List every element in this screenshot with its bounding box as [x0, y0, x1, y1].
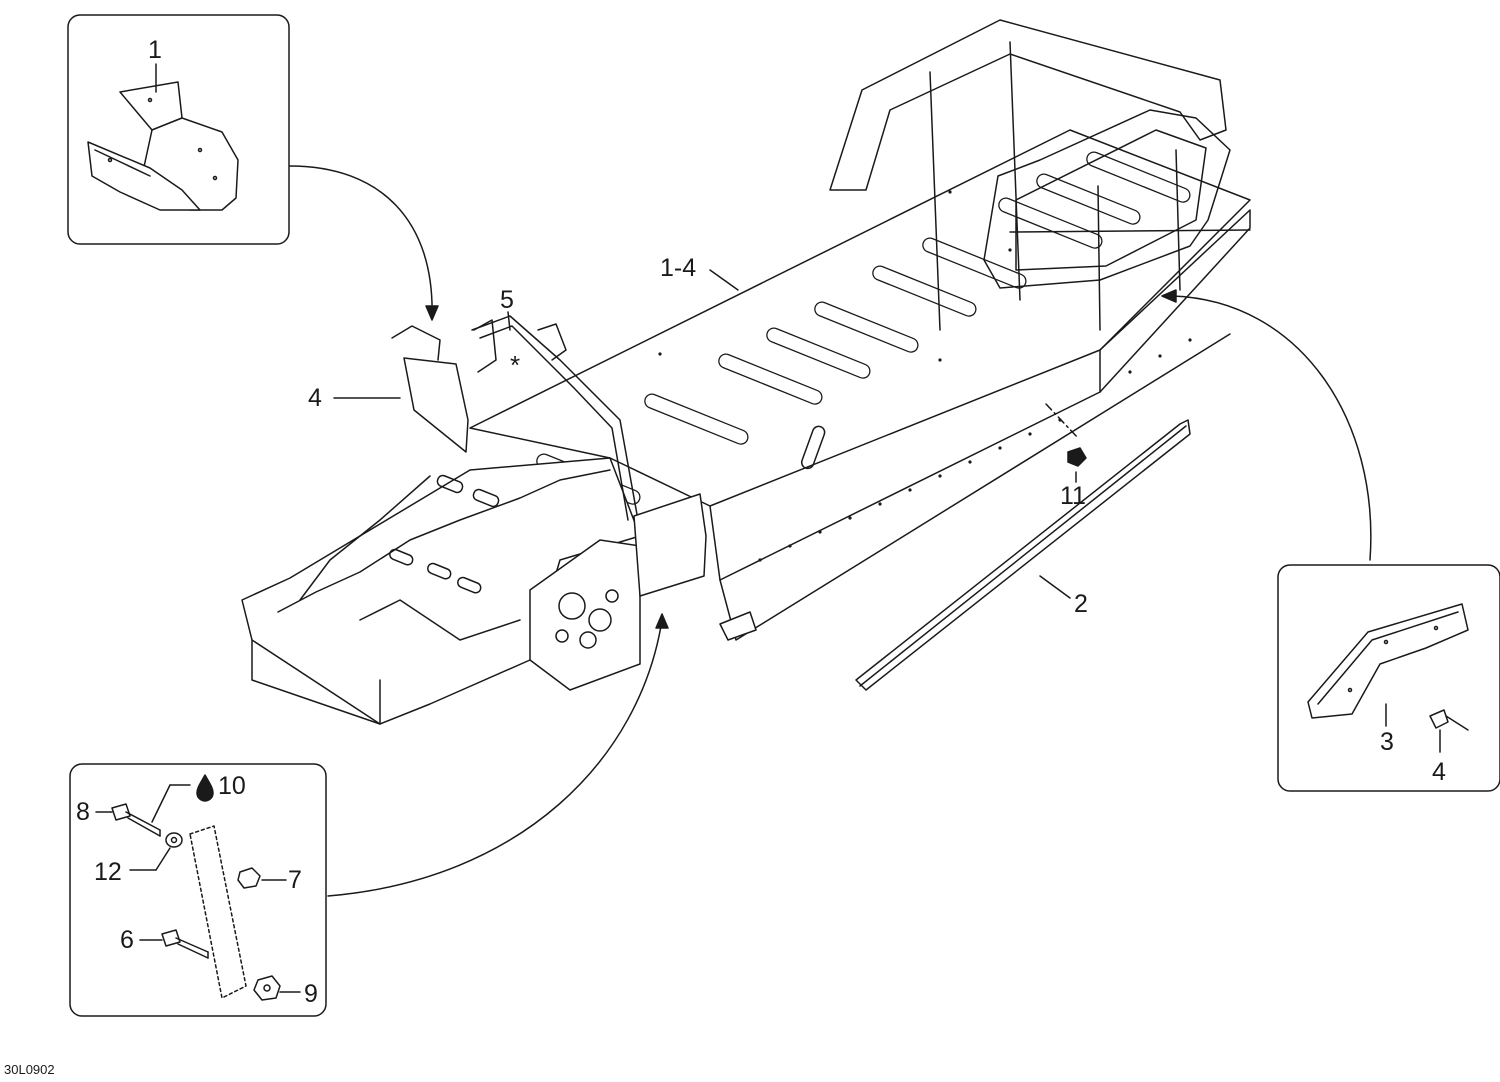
callout-6: 6: [120, 926, 134, 954]
inset-part-1: [67, 14, 290, 245]
inset-part-3-4: [1277, 564, 1500, 792]
callout-3: 3: [1380, 728, 1394, 756]
callout-4-inset: 4: [1432, 758, 1446, 786]
callout-4-main: 4: [308, 384, 322, 412]
callout-7: 7: [288, 866, 302, 894]
inset-hardware: [69, 763, 327, 1017]
asterisk-marker: *: [510, 350, 521, 380]
part-2-runner: [855, 419, 1191, 691]
callout-1: 1: [148, 36, 162, 64]
leader-inset-1: [289, 165, 433, 319]
leader-inset-3: [1171, 295, 1372, 561]
tunnel-frame: [469, 129, 1251, 641]
callout-5: 5: [500, 286, 514, 314]
drawing-code: 30L0902: [4, 1062, 55, 1077]
callout-12: 12: [94, 858, 122, 886]
callout-1-4: 1-4: [660, 254, 697, 282]
callout-10: 10: [218, 772, 246, 800]
front-frame: [241, 315, 757, 725]
callout-9: 9: [304, 980, 318, 1008]
part-11-plug: [1045, 403, 1087, 467]
callout-11: 11: [1060, 482, 1086, 510]
callout-8: 8: [76, 798, 90, 826]
leader-inset-hw: [327, 619, 663, 897]
callout-2: 2: [1074, 590, 1088, 618]
rear-rack: [829, 19, 1251, 331]
